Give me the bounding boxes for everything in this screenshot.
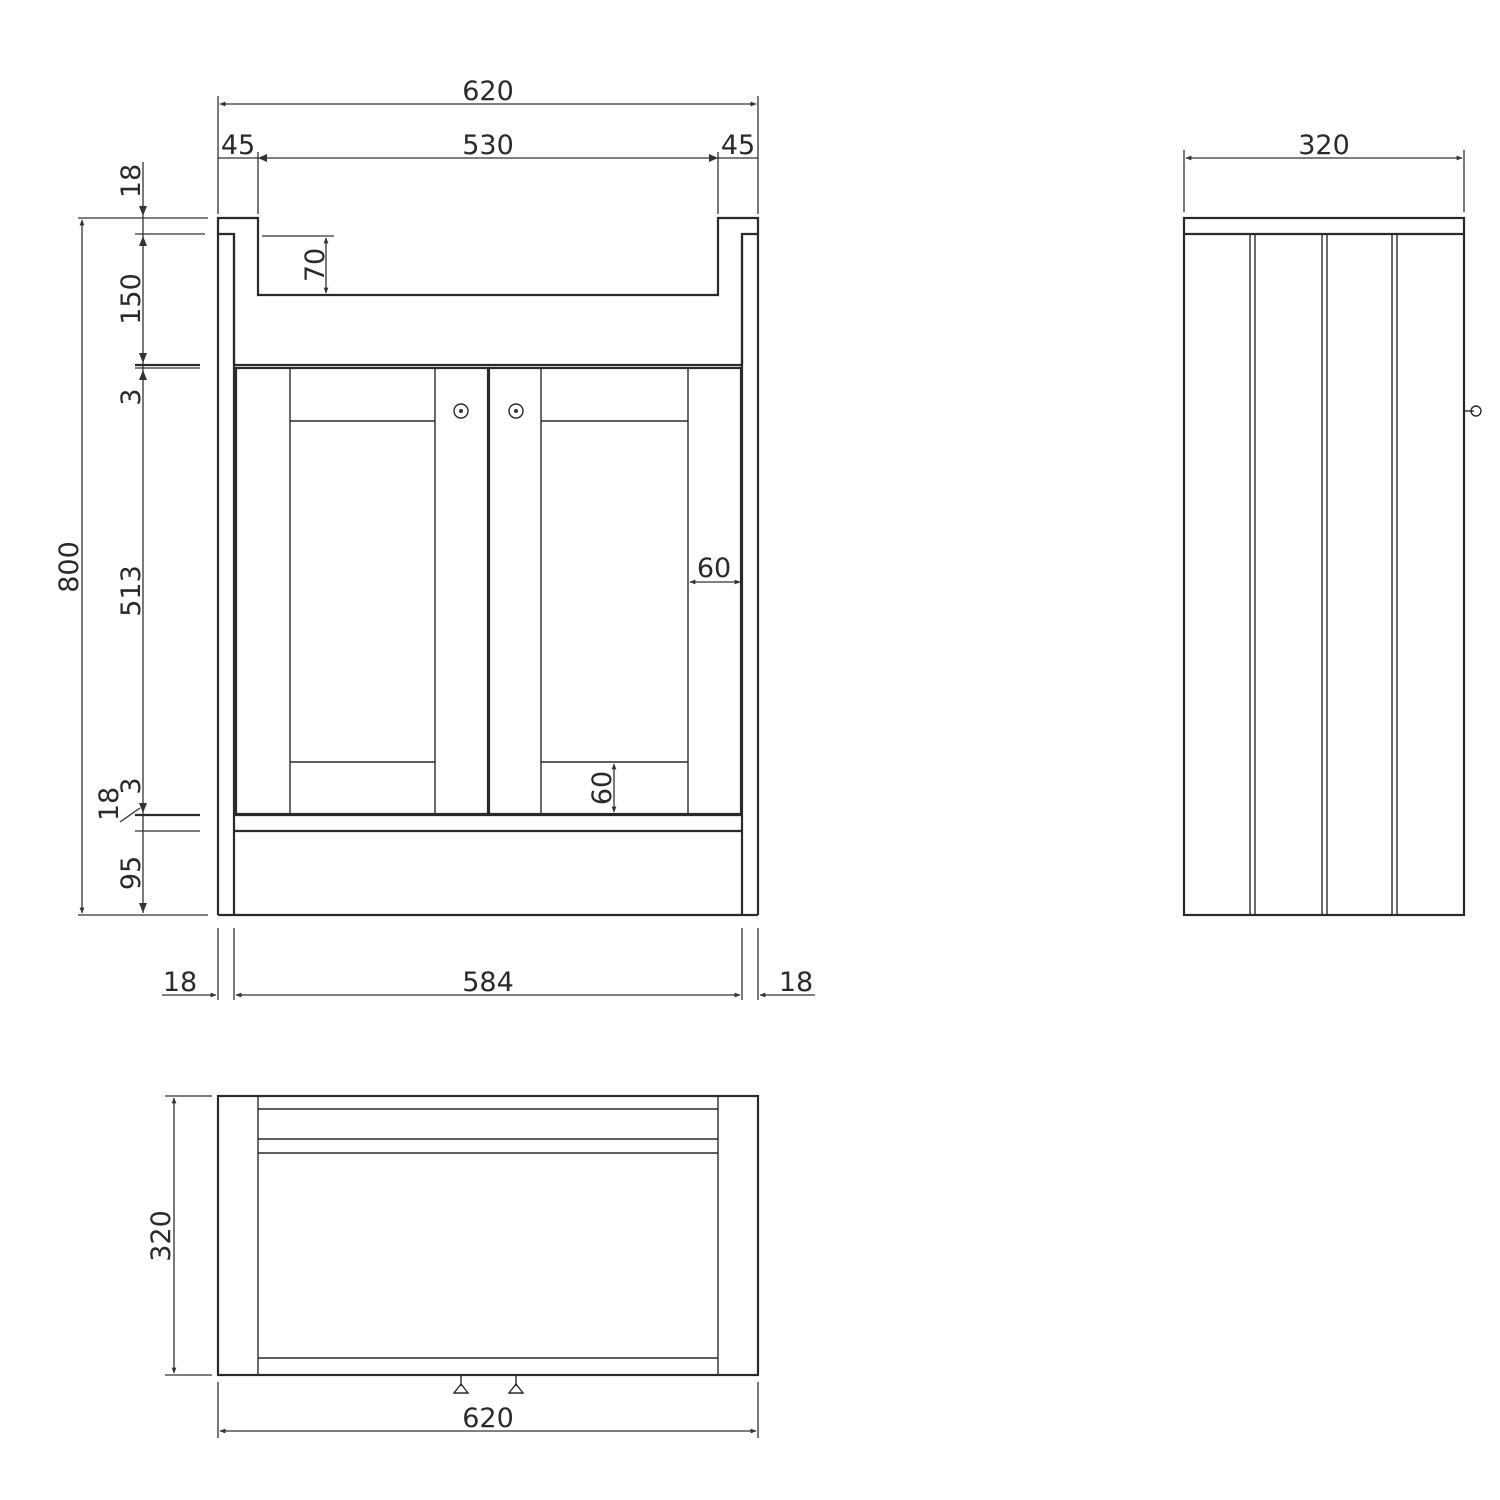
right-margin-label: 45 bbox=[721, 130, 755, 161]
plan-left-knob-icon bbox=[452, 1376, 470, 1394]
door-stile-label: 60 bbox=[697, 553, 731, 584]
inner-width-label: 584 bbox=[462, 967, 514, 998]
side-panel-grooves bbox=[1249, 234, 1398, 915]
plan-view: 320 620 bbox=[146, 1094, 760, 1438]
basin-width-label: 530 bbox=[462, 130, 514, 161]
plan-depth-label: 320 bbox=[146, 1210, 177, 1262]
side-elevation: 320 bbox=[1182, 130, 1482, 917]
plinth-label: 95 bbox=[116, 856, 147, 890]
left-side-label: 18 bbox=[163, 967, 197, 998]
plan-outline bbox=[216, 1094, 760, 1377]
overall-width-label: 620 bbox=[462, 76, 514, 107]
countertop-outline bbox=[216, 216, 760, 367]
right-side-label: 18 bbox=[779, 967, 813, 998]
left-margin-label: 45 bbox=[221, 130, 255, 161]
gap-top-label: 3 bbox=[116, 388, 147, 405]
right-door bbox=[487, 366, 743, 816]
plan-right-knob-icon bbox=[507, 1376, 525, 1394]
shelf-thickness-label: 18 bbox=[94, 787, 125, 821]
overall-height-label: 800 bbox=[54, 541, 85, 593]
right-door-knob-icon bbox=[508, 403, 524, 419]
left-door bbox=[234, 366, 490, 816]
top-thickness-label: 18 bbox=[116, 164, 147, 198]
basin-depth-label: 70 bbox=[300, 248, 331, 282]
gap-bottom-label: 3 bbox=[116, 777, 147, 794]
door-height-label: 513 bbox=[116, 565, 147, 617]
door-rail-label: 60 bbox=[587, 771, 618, 805]
side-depth-label: 320 bbox=[1298, 130, 1350, 161]
front-elevation: 620 45 530 45 70 800 18 150 3 bbox=[54, 76, 815, 1000]
left-door-knob-icon bbox=[453, 403, 469, 419]
upper-rail-label: 150 bbox=[116, 273, 147, 325]
plan-width-label: 620 bbox=[462, 1403, 514, 1434]
side-panel-outline bbox=[1182, 216, 1466, 917]
side-knob-icon bbox=[1465, 405, 1482, 417]
